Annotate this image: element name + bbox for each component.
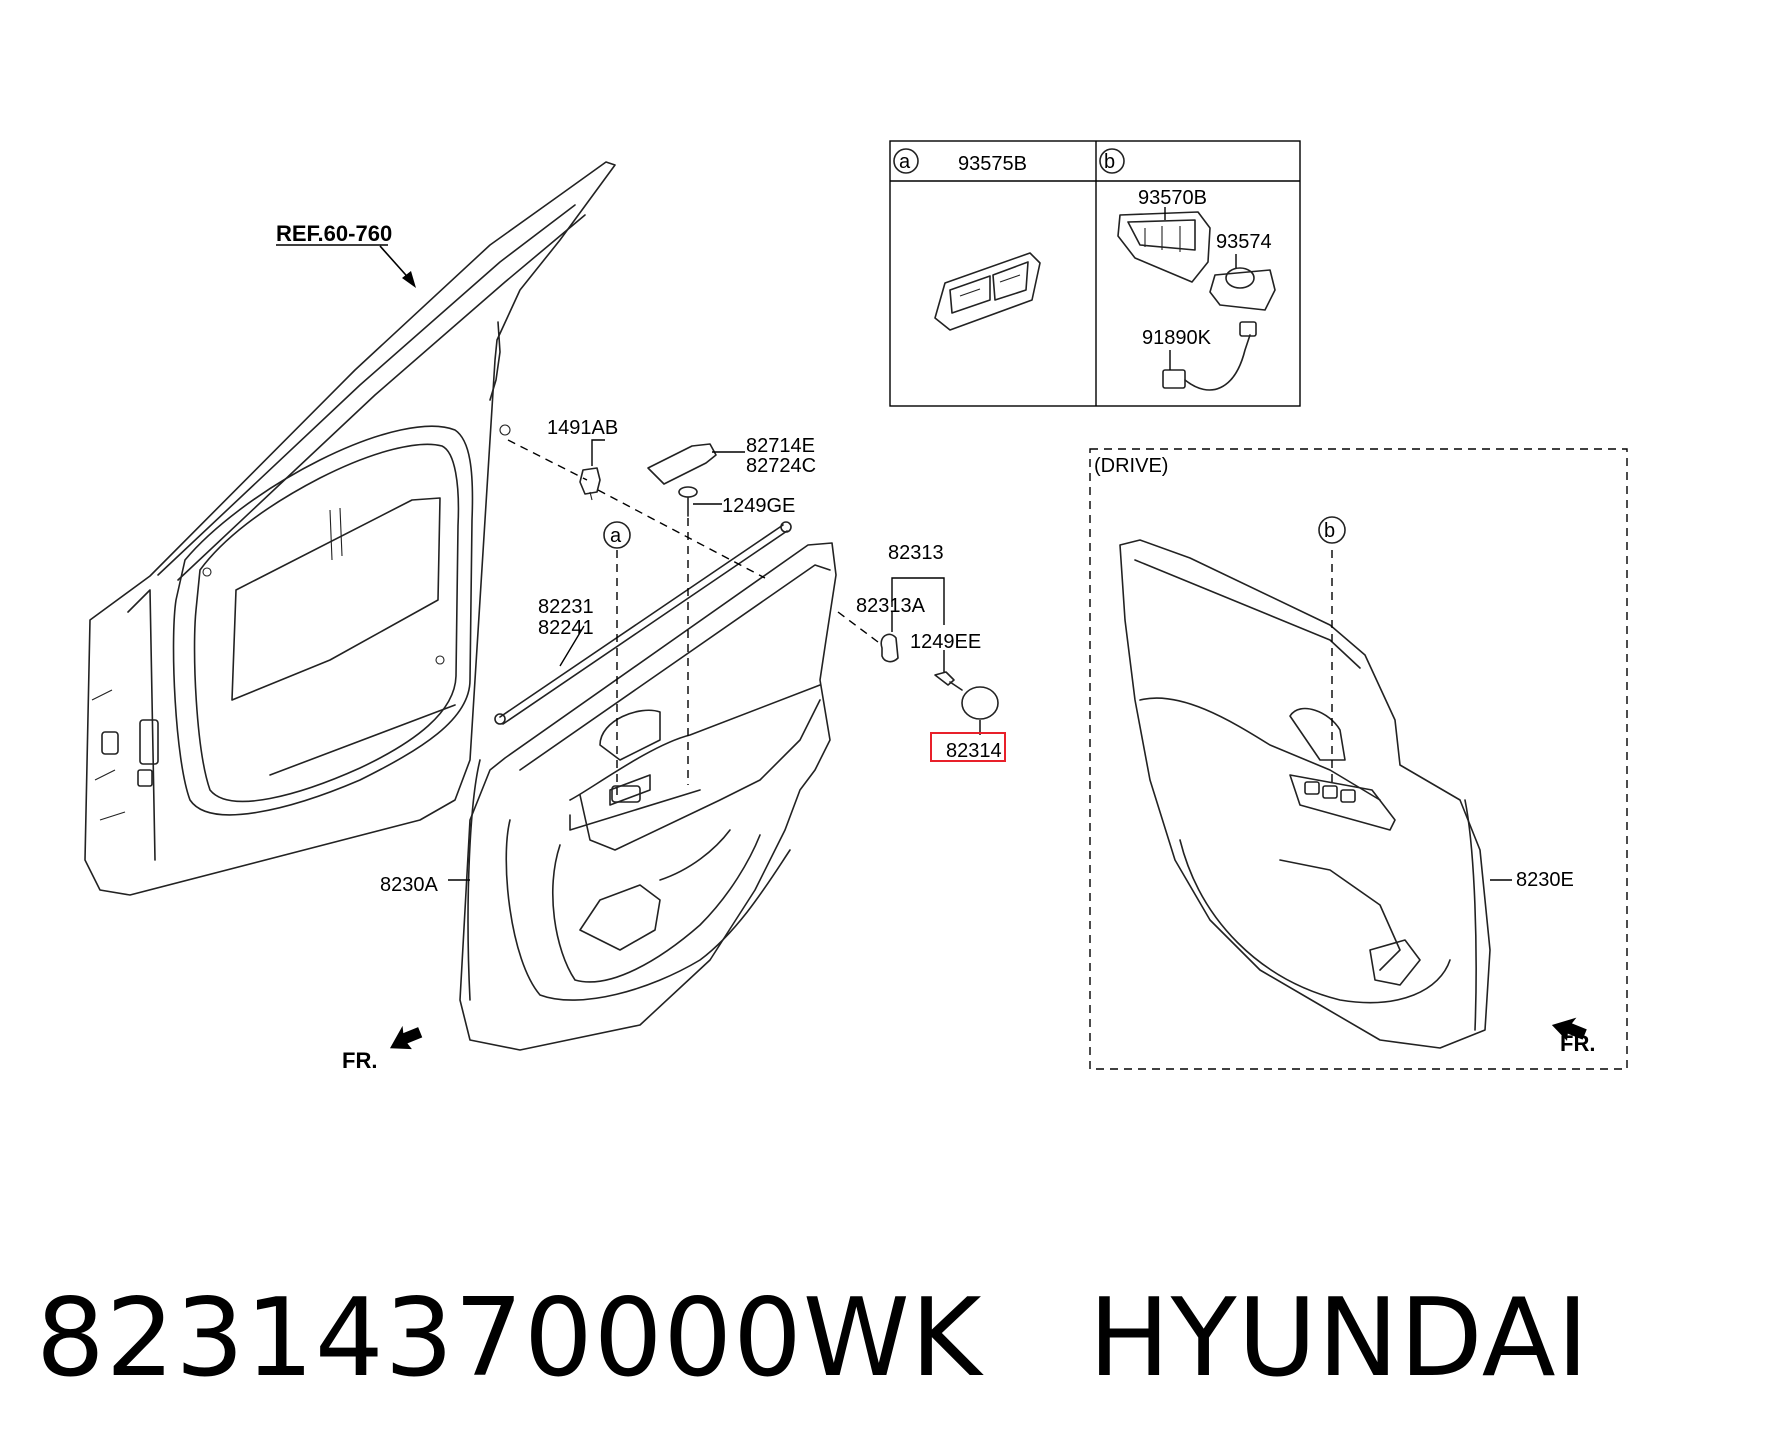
- caption-part-number: 82314370000WK: [36, 1276, 983, 1401]
- label-82241: 82241: [538, 617, 594, 639]
- inset-marker-b-circle: [1099, 148, 1125, 174]
- label-8230a: 8230A: [380, 874, 438, 896]
- caption-line: 82314370000WK HYUNDAI: [36, 1285, 1589, 1393]
- label-82313a: 82313A: [856, 595, 926, 617]
- marker-b-label: b: [1324, 520, 1335, 542]
- drive-box: [1089, 448, 1628, 1070]
- fr-label-right: FR.: [1560, 1031, 1595, 1056]
- garnish-82714e-part: [647, 443, 717, 485]
- weatherstrip-end-right: [780, 521, 792, 533]
- screw-1249ee-part: [934, 671, 963, 691]
- label-1491ab: 1491AB: [547, 417, 618, 439]
- harness-91890k-part: [1162, 321, 1257, 391]
- assembly-line-1: [507, 439, 588, 481]
- assembly-line-2: [597, 489, 766, 579]
- switch-93570b-part: [1117, 207, 1211, 283]
- label-1249ge: 1249GE: [722, 495, 795, 517]
- marker-a-circle: [603, 521, 631, 549]
- ref-arrowhead-icon: [402, 271, 416, 288]
- cap-82314-part: [961, 686, 999, 720]
- door-trim-panel-drawing: [459, 542, 837, 1051]
- weatherstrip-end-left: [494, 713, 506, 725]
- drive-label: (DRIVE): [1094, 455, 1168, 477]
- caption-brand: HYUNDAI: [1088, 1276, 1590, 1401]
- label-82724c: 82724C: [746, 455, 816, 477]
- assembly-line-3: [837, 611, 883, 646]
- highlight-box-82314: [930, 732, 1006, 762]
- inset-label-91890k: 91890K: [1142, 327, 1212, 349]
- inset-marker-b-label: b: [1104, 151, 1115, 173]
- fr-arrow-left-icon: [389, 1025, 423, 1050]
- label-1249ee: 1249EE: [910, 631, 981, 653]
- label-8230e: 8230E: [1516, 869, 1574, 891]
- fr-arrow-right-icon: [1551, 1017, 1587, 1041]
- weatherstrip-outer-part: [499, 524, 784, 718]
- label-82314: 82314: [946, 740, 1002, 762]
- fr-label-left: FR.: [342, 1048, 377, 1073]
- inset-label-93570b: 93570B: [1138, 187, 1207, 209]
- marker-a-label: a: [610, 525, 622, 547]
- label-82714e: 82714E: [746, 435, 815, 457]
- door-frame-drawing: [84, 161, 616, 896]
- inset-marker-a-label: a: [899, 151, 911, 173]
- leader-82313: [891, 577, 945, 625]
- switch-93574-part: [1209, 254, 1276, 311]
- weatherstrip-inner-part: [502, 530, 788, 725]
- leader-82231: [559, 625, 585, 667]
- label-82231: 82231: [538, 596, 594, 618]
- ref-label: REF.60-760: [276, 221, 392, 246]
- inset-label-93574: 93574: [1216, 231, 1272, 253]
- inset-marker-a-circle: [893, 148, 919, 174]
- inset-label-93575b: 93575B: [958, 153, 1027, 175]
- drive-door-trim-panel-drawing: [1119, 539, 1491, 1049]
- clip-1491ab-part: [579, 467, 601, 501]
- switch-93575b-part: [934, 252, 1041, 331]
- marker-b-circle: [1318, 516, 1346, 544]
- inset-table: [889, 140, 1301, 407]
- leader-1491ab: [591, 439, 605, 466]
- screw-1249ge-part: [678, 486, 698, 517]
- label-82313: 82313: [888, 542, 944, 564]
- grommet-82313a-part: [880, 633, 899, 663]
